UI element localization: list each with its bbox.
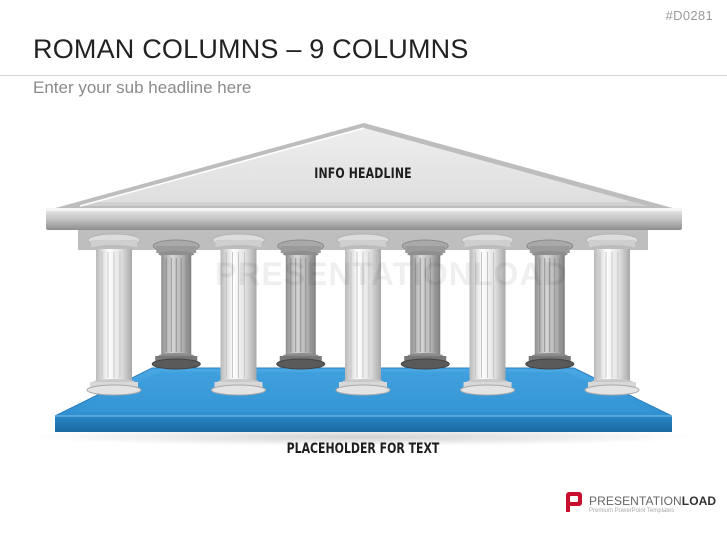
logo-tagline: Premium PowerPoint Templates — [589, 508, 675, 514]
floor-shadow — [28, 428, 698, 446]
back-column-2 — [151, 239, 201, 370]
logo-wordmark: PRESENTATIONLOAD — [589, 494, 717, 508]
watermark: PRESENTATIONLOAD — [215, 256, 568, 292]
column-group — [86, 233, 640, 396]
presentationload-logo[interactable]: PRESENTATIONLOAD Premium PowerPoint Temp… — [566, 492, 716, 522]
front-column-7 — [460, 233, 515, 396]
placeholder-text-label[interactable]: PLACEHOLDER FOR TEXT — [286, 441, 440, 457]
logo-mark-icon — [566, 492, 582, 512]
back-column-4 — [276, 239, 326, 370]
slide-title[interactable]: ROMAN COLUMNS – 9 COLUMNS — [33, 34, 469, 64]
temple-roof[interactable] — [46, 123, 682, 230]
front-column-3 — [211, 233, 266, 396]
back-column-8 — [525, 239, 575, 370]
title-divider — [0, 75, 727, 76]
front-column-1 — [86, 233, 142, 396]
front-column-5 — [335, 233, 391, 396]
slide-subtitle[interactable]: Enter your sub headline here — [33, 78, 252, 97]
slide-id: #D0281 — [665, 8, 713, 23]
front-column-9 — [584, 233, 640, 396]
back-column-6 — [400, 239, 450, 370]
info-headline-label[interactable]: INFO HEADLINE — [314, 166, 412, 182]
